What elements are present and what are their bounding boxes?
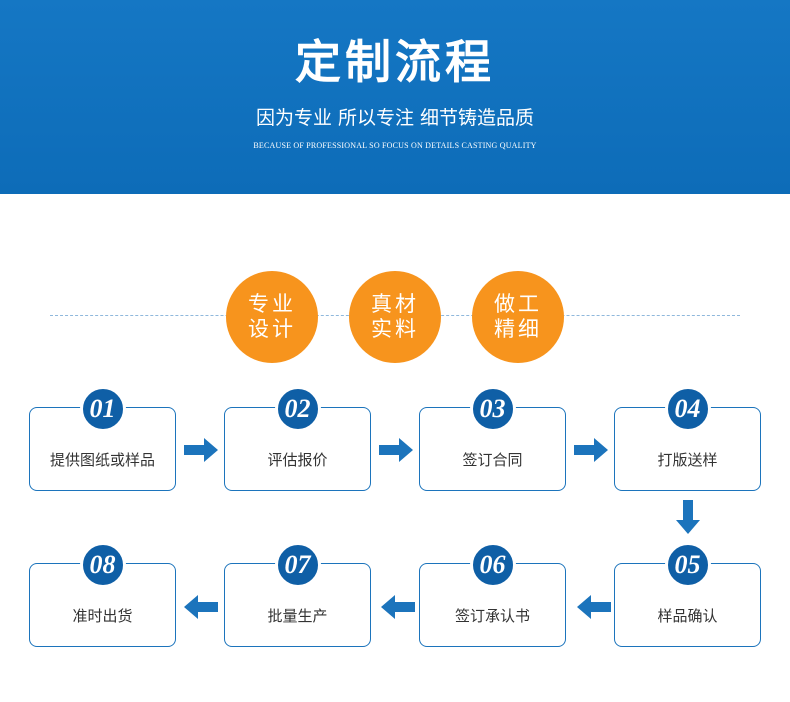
step-label: 样品确认	[657, 607, 718, 625]
tag-line: 真材	[371, 292, 419, 316]
tag-line: 精细	[494, 317, 542, 341]
arrow-down-icon	[676, 500, 700, 534]
arrow-right-icon	[379, 438, 413, 462]
step-box-04: 04 打版送样	[614, 386, 761, 491]
step-label: 签订承认书	[454, 607, 530, 625]
step-box-02: 02 评估报价	[224, 386, 371, 491]
tag-circle-design: 专业 设计	[226, 271, 318, 363]
header-banner: 定制流程 因为专业 所以专注 细节铸造品质 BECAUSE OF PROFESS…	[0, 0, 790, 194]
arrow-left-icon	[381, 595, 415, 619]
step-number-badge: 03	[469, 386, 516, 432]
banner-title: 定制流程	[295, 35, 495, 89]
arrow-left-icon	[577, 595, 611, 619]
step-box-03: 03 签订合同	[419, 386, 566, 491]
step-label: 准时出货	[72, 607, 133, 625]
step-label: 提供图纸或样品	[49, 451, 155, 469]
arrow-right-icon	[184, 438, 218, 462]
step-label: 评估报价	[267, 451, 328, 469]
step-number-badge: 08	[79, 542, 126, 588]
tag-line: 做工	[494, 292, 542, 316]
step-box-06: 06 签订承认书	[419, 542, 566, 647]
tag-circle-workmanship: 做工 精细	[472, 271, 564, 363]
tag-line: 实料	[371, 317, 419, 341]
tag-line: 设计	[248, 317, 296, 341]
tag-line: 专业	[248, 292, 296, 316]
step-number-badge: 04	[664, 386, 711, 432]
step-box-07: 07 批量生产	[224, 542, 371, 647]
step-box-01: 01 提供图纸或样品	[29, 386, 176, 491]
step-label: 批量生产	[267, 607, 328, 625]
step-number-badge: 07	[274, 542, 321, 588]
banner-subtitle-en: BECAUSE OF PROFESSIONAL SO FOCUS ON DETA…	[253, 141, 537, 150]
arrow-left-icon	[184, 595, 218, 619]
step-number-badge: 06	[469, 542, 516, 588]
step-number-badge: 01	[79, 386, 126, 432]
step-label: 打版送样	[657, 451, 718, 469]
step-box-08: 08 准时出货	[29, 542, 176, 647]
step-label: 签订合同	[462, 451, 523, 469]
step-number-badge: 02	[274, 386, 321, 432]
tag-circle-material: 真材 实料	[349, 271, 441, 363]
banner-subtitle: 因为专业 所以专注 细节铸造品质	[255, 107, 535, 129]
step-number-badge: 05	[664, 542, 711, 588]
step-box-05: 05 样品确认	[614, 542, 761, 647]
arrow-right-icon	[574, 438, 608, 462]
